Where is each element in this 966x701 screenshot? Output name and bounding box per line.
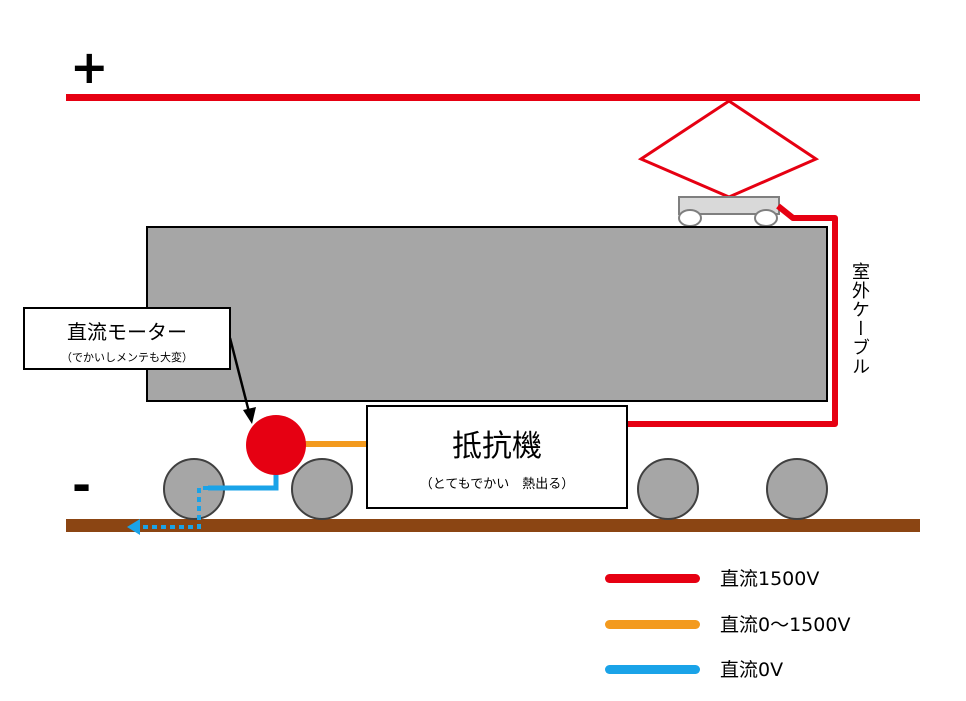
motor-pointer-line xyxy=(228,337,251,413)
pantograph-roller-right xyxy=(754,209,778,227)
cable-label: 室外ケーブル xyxy=(849,262,870,376)
legend-swatch xyxy=(605,665,700,674)
wheel xyxy=(766,458,828,520)
ground-current-arrowhead xyxy=(127,519,140,535)
resistor-title: 抵抗機 xyxy=(452,429,542,464)
motor-pointer-arrowhead xyxy=(243,407,256,424)
ground-wire xyxy=(208,469,279,491)
legend-label: 直流1500V xyxy=(720,568,820,590)
ground-current-path xyxy=(139,486,208,529)
wheel xyxy=(637,458,699,520)
positive-symbol: + xyxy=(70,40,109,94)
dc-motor xyxy=(246,415,306,475)
outdoor-cable xyxy=(628,203,838,427)
overhead-line xyxy=(66,94,920,101)
motor-title: 直流モーター xyxy=(67,320,187,344)
motor-note: （でかいしメンテも大変） xyxy=(61,351,193,364)
motor-label-box: 直流モーター （でかいしメンテも大変） xyxy=(23,307,231,370)
negative-symbol: - xyxy=(72,458,92,512)
car-body xyxy=(146,226,828,402)
legend-swatch xyxy=(605,574,700,583)
resistor-note: （とてもでかい 熱出る） xyxy=(419,477,575,492)
rail xyxy=(66,519,920,532)
wheel xyxy=(291,458,353,520)
legend-swatch xyxy=(605,620,700,629)
pantograph-arm xyxy=(637,99,820,199)
legend-label: 直流0V xyxy=(720,659,784,681)
pantograph-roller-left xyxy=(678,209,702,227)
legend-label: 直流0～1500V xyxy=(720,614,851,636)
resistor-box: 抵抗機 （とてもでかい 熱出る） xyxy=(366,405,628,509)
